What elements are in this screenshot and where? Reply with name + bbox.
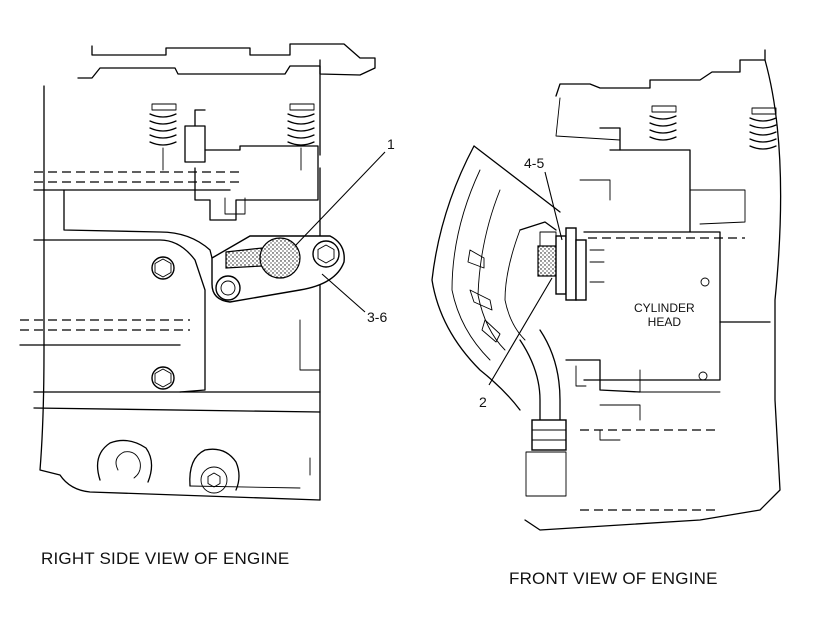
front-view [431, 49, 782, 531]
callout-3-6: 3-6 [367, 309, 388, 325]
cylinder-head-label-line1: CYLINDER [634, 301, 695, 315]
front-view-caption: FRONT VIEW OF ENGINE [509, 569, 718, 588]
right-side-view-caption: RIGHT SIDE VIEW OF ENGINE [41, 549, 290, 568]
drain-plug [189, 448, 301, 494]
block-bolt-upper [151, 256, 175, 280]
valve-spring-left [149, 103, 177, 171]
bracket-parts-4-5 [519, 221, 605, 301]
block-bolt-lower [151, 366, 175, 390]
tube-assembly [519, 329, 567, 497]
leader-4-5 [544, 171, 563, 241]
leader-3-6 [321, 273, 366, 313]
front-valve-spring-right [749, 107, 777, 150]
leader-1 [294, 151, 386, 247]
leader-2 [488, 277, 553, 386]
front-valve-spring-left [649, 105, 677, 141]
cylinder-head-label: CYLINDER HEAD [634, 301, 695, 329]
cylinder-head [579, 127, 771, 393]
right-side-view [19, 43, 386, 501]
valve-spring-right [287, 103, 315, 171]
plug-part-1 [225, 237, 301, 279]
callout-1: 1 [387, 136, 395, 152]
gear-housing [431, 145, 561, 411]
cylinder-head-label-line2: HEAD [647, 315, 682, 329]
callout-4-5: 4-5 [524, 155, 545, 171]
callout-2: 2 [479, 394, 487, 410]
